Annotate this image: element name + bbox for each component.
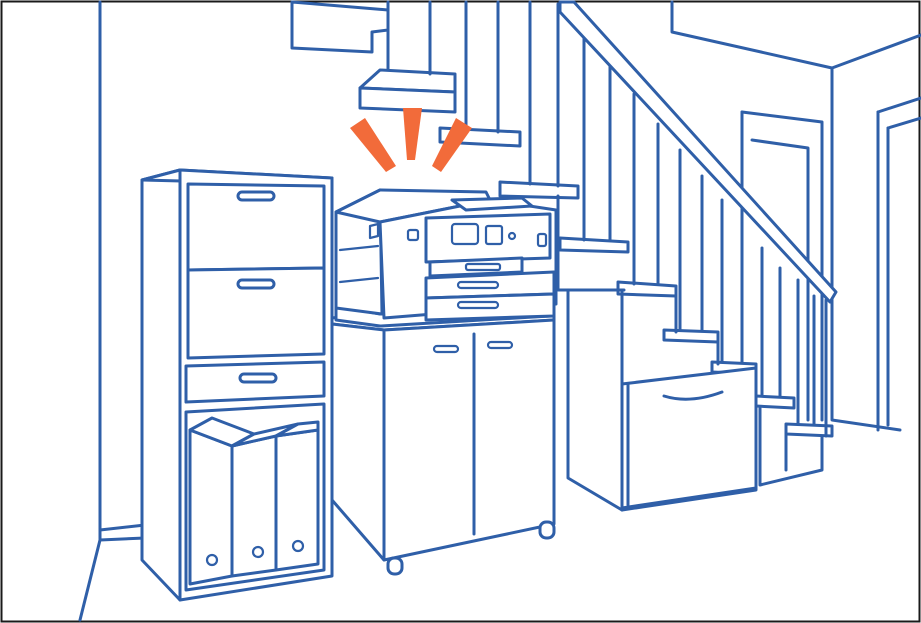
printer-cabinet [330, 310, 556, 576]
attention-marks [350, 108, 472, 172]
staircase [290, 0, 838, 512]
shelf-drawer-2 [186, 266, 326, 360]
attention-mark-right [432, 118, 472, 172]
cabinet-casters [386, 520, 556, 576]
shelf-drawer-1 [186, 182, 326, 272]
under-stair-drawer [620, 366, 758, 510]
storage-shelf [140, 168, 334, 602]
printer-control-panel [424, 212, 552, 264]
attention-mark-left [350, 118, 396, 172]
binders [188, 416, 320, 586]
printer [334, 188, 558, 328]
attention-mark-center [403, 108, 422, 160]
